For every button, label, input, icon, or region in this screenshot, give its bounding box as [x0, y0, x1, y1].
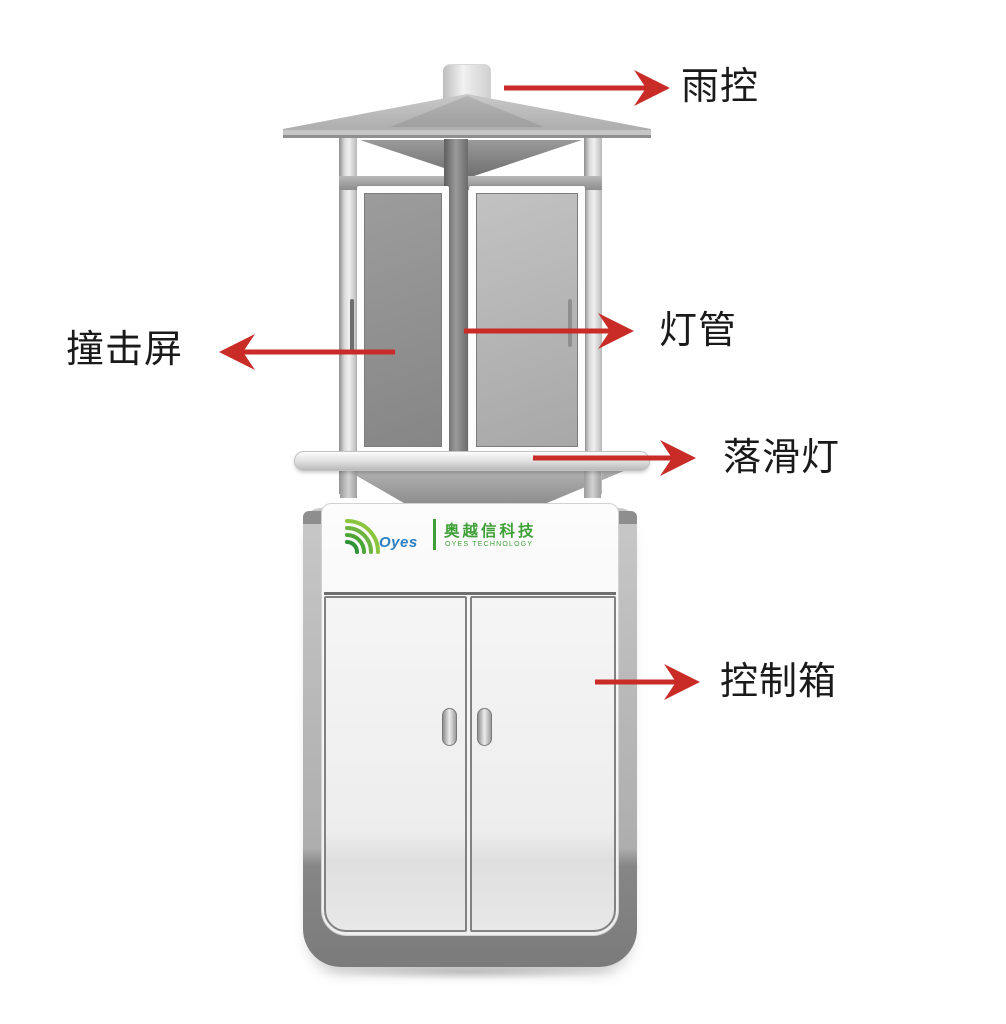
- logo-company-name-en: OYES TECHNOLOGY: [445, 541, 534, 548]
- cabinet-cap-right: [613, 511, 637, 524]
- impact-screen-panel-left: [364, 193, 442, 447]
- label-rain-control: 雨控: [681, 66, 760, 108]
- arrow-lamp-tube: [464, 313, 634, 349]
- arrow-control-box: [595, 664, 700, 700]
- arrow-rain-control: [504, 70, 670, 106]
- roof-and-funnel-graphic: [283, 94, 651, 505]
- door-handle-left: [442, 708, 457, 746]
- label-impact-screen: 撞击屏: [66, 329, 184, 371]
- arrow-slide-lamp: [533, 440, 696, 476]
- impact-screen-panel-right: [476, 193, 578, 447]
- frame-pillar-left: [339, 138, 357, 494]
- funnel-leg-left: [340, 468, 357, 498]
- logo-arcs-icon: [345, 519, 380, 554]
- label-lamp-tube: 灯管: [659, 310, 738, 352]
- panel-slot-left: [350, 299, 354, 353]
- label-control-box: 控制箱: [720, 661, 838, 703]
- logo-divider: [433, 519, 436, 550]
- funnel-leg-right: [584, 468, 601, 498]
- panel-slot-right: [568, 299, 572, 347]
- logo-wordmark: Oyes: [379, 534, 418, 551]
- brand-logo: Oyes 奥越信科技 OYES TECHNOLOGY: [337, 512, 549, 558]
- cabinet-door-right: [470, 596, 616, 932]
- label-slide-lamp: 落滑灯: [723, 437, 841, 479]
- cabinet-door-left: [324, 596, 467, 932]
- frame-pillar-right: [584, 138, 602, 494]
- arrow-impact-screen: [219, 334, 395, 370]
- logo-company-name-cn: 奥越信科技: [444, 523, 537, 540]
- door-handle-right: [477, 708, 492, 746]
- ground-shadow: [315, 964, 625, 980]
- cabinet-header-divider: [324, 592, 616, 595]
